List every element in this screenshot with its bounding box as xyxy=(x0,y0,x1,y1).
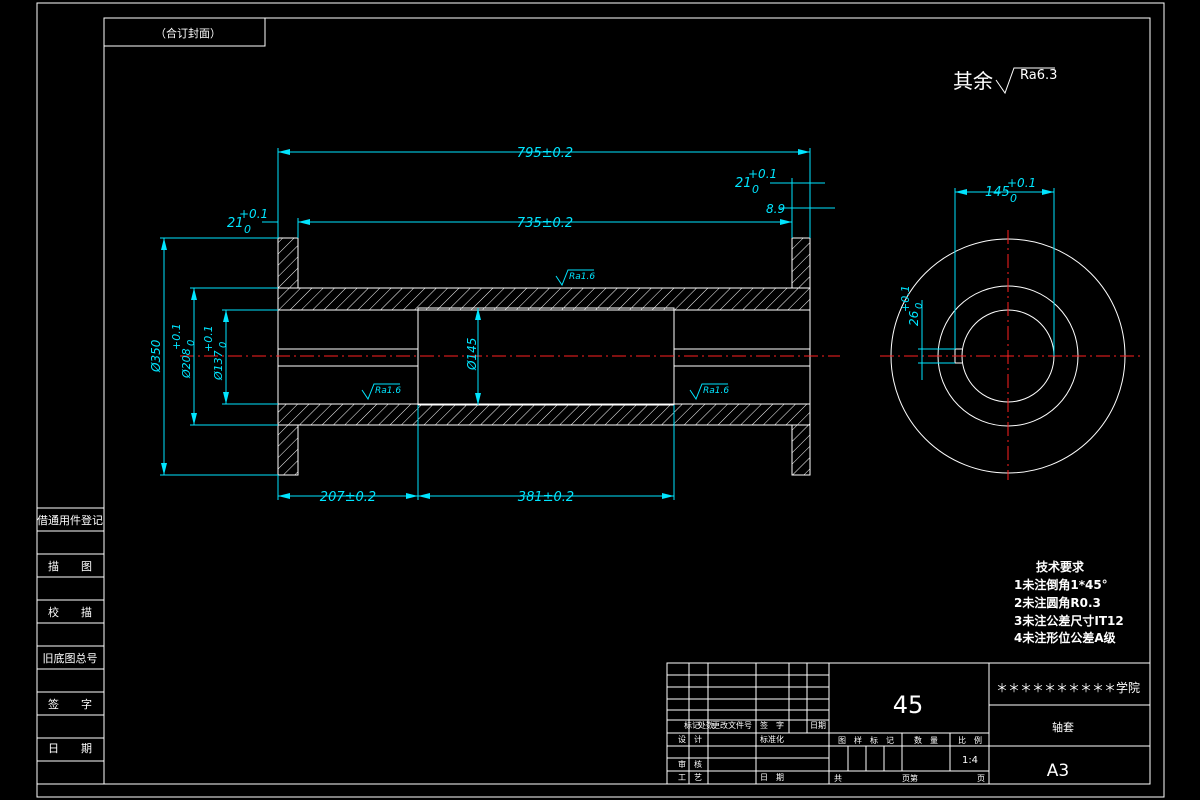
tb-row-check: 审 核 xyxy=(678,759,702,769)
side-view xyxy=(880,188,1140,480)
side-table-cell: 签 字 xyxy=(48,697,92,711)
svg-text:Ø208: Ø208 xyxy=(180,348,193,379)
dim-dia-208: Ø208 +0.1 0 xyxy=(170,323,197,379)
tb-sheet-size: A3 xyxy=(1047,761,1069,781)
svg-text:21: 21 xyxy=(735,176,752,191)
dim-flange-left: 21 +0.1 0 xyxy=(227,207,268,236)
svg-text:21: 21 xyxy=(227,216,244,231)
tech-requirements: 技术要求 1未注倒角1*45° 2未注圆角R0.3 3未注公差尺寸IT12 4未… xyxy=(1014,559,1124,645)
svg-text:0: 0 xyxy=(914,303,925,309)
header-label-box xyxy=(103,17,266,47)
dim-dia-137: Ø137 +0.1 0 xyxy=(202,325,229,381)
dim-right-offset: 8.9 xyxy=(766,202,785,216)
svg-text:+0.1: +0.1 xyxy=(170,323,183,350)
svg-text:26: 26 xyxy=(907,310,921,326)
tech-req-item: 1未注倒角1*45° xyxy=(1014,577,1108,592)
tech-req-item: 3未注公差尺寸IT12 xyxy=(1014,613,1124,628)
svg-text:Ø137: Ø137 xyxy=(212,350,225,381)
tb-sheet-page: 页第 xyxy=(902,773,918,783)
outer-frame xyxy=(36,2,1165,798)
section-view xyxy=(180,237,840,476)
dim-dia-center: Ø145 xyxy=(465,338,479,371)
tb-sheet-total: 共 xyxy=(834,774,842,783)
svg-text:+0.1: +0.1 xyxy=(899,285,912,312)
svg-text:Ra1.6: Ra1.6 xyxy=(703,386,729,396)
tb-row-design: 设 计 xyxy=(678,734,702,744)
dim-bottom-right: 381±0.2 xyxy=(518,490,574,505)
dimension-lines xyxy=(160,148,835,500)
tech-req-item: 2未注圆角R0.3 xyxy=(1014,595,1101,610)
tb-part-name: 轴套 xyxy=(1052,720,1074,734)
side-table-cell: 旧底图总号 xyxy=(43,651,98,665)
tb-info-header: 数 量 xyxy=(914,735,938,745)
tb-info-header: 比 例 xyxy=(958,735,982,745)
side-table-cell: 校 描 xyxy=(48,605,92,619)
tb-header-cell: 标记 xyxy=(684,720,700,730)
svg-text:Ra1.6: Ra1.6 xyxy=(569,272,595,282)
svg-text:Ra1.6: Ra1.6 xyxy=(375,386,401,396)
tb-row-standard: 标准化 xyxy=(760,734,784,744)
tech-req-title: 技术要求 xyxy=(1036,559,1085,574)
roughness-general: 其余 Ra6.3 xyxy=(953,67,1057,95)
side-table-cell: 描 图 xyxy=(48,559,92,573)
dim-flange-right: 21 +0.1 0 xyxy=(735,167,777,196)
tb-info-header: 图 样 标 记 xyxy=(838,735,894,745)
tb-header-cell: 日期 xyxy=(810,721,826,730)
tb-header-cell: 处数 xyxy=(698,720,714,730)
side-table: 借通用件登记 描 图 校 描 旧底图总号 签 字 日 期 xyxy=(36,507,105,785)
tech-req-item: 4未注形位公差A级 xyxy=(1014,630,1116,645)
tb-row-date: 日 期 xyxy=(760,773,784,782)
roughness-mark-top: Ra1.6 xyxy=(555,269,595,287)
svg-text:0: 0 xyxy=(218,342,229,348)
tb-row-process: 工 艺 xyxy=(678,773,702,782)
svg-text:+0.1: +0.1 xyxy=(1007,176,1036,190)
svg-text:0: 0 xyxy=(1010,192,1017,205)
svg-text:+0.1: +0.1 xyxy=(239,207,268,221)
roughness-prefix: 其余 xyxy=(953,69,993,93)
roughness-value: Ra6.3 xyxy=(1020,68,1057,83)
svg-text:+0.1: +0.1 xyxy=(202,325,215,352)
tb-material: 45 xyxy=(893,691,924,719)
tb-sheet-end: 页 xyxy=(977,774,985,783)
tb-school: ＊＊＊＊＊＊＊＊＊＊学院 xyxy=(996,680,1140,695)
dim-overall-length: 795±0.2 xyxy=(517,146,573,161)
title-block: 标记 处数 更改文件号 签 字 日期 设 计 标准化 审 核 工 艺 日 期 图… xyxy=(666,662,1151,785)
dim-inner-length: 735±0.2 xyxy=(517,216,573,231)
tb-scale: 1:4 xyxy=(962,755,978,766)
svg-text:0: 0 xyxy=(244,223,251,236)
inner-frame xyxy=(103,17,1151,785)
header-label: （合订封面） xyxy=(155,26,221,40)
tb-header-cell: 更改文件号 xyxy=(712,720,752,730)
tb-header-cell: 签 字 xyxy=(760,720,784,730)
side-table-cell: 借通用件登记 xyxy=(37,513,103,527)
svg-text:+0.1: +0.1 xyxy=(748,167,777,181)
svg-text:145: 145 xyxy=(985,185,1010,200)
roughness-mark-right: Ra1.6 xyxy=(689,383,729,401)
dim-bottom-left: 207±0.2 xyxy=(320,490,376,505)
dim-side-width: 145 +0.1 0 xyxy=(985,176,1036,205)
dim-dia-outer: Ø350 xyxy=(149,339,163,373)
side-table-cell: 日 期 xyxy=(48,742,92,755)
roughness-mark-left: Ra1.6 xyxy=(361,383,401,401)
dim-side-key: 26 +0.1 0 xyxy=(899,285,925,326)
svg-text:0: 0 xyxy=(752,183,759,196)
svg-text:0: 0 xyxy=(186,340,197,346)
